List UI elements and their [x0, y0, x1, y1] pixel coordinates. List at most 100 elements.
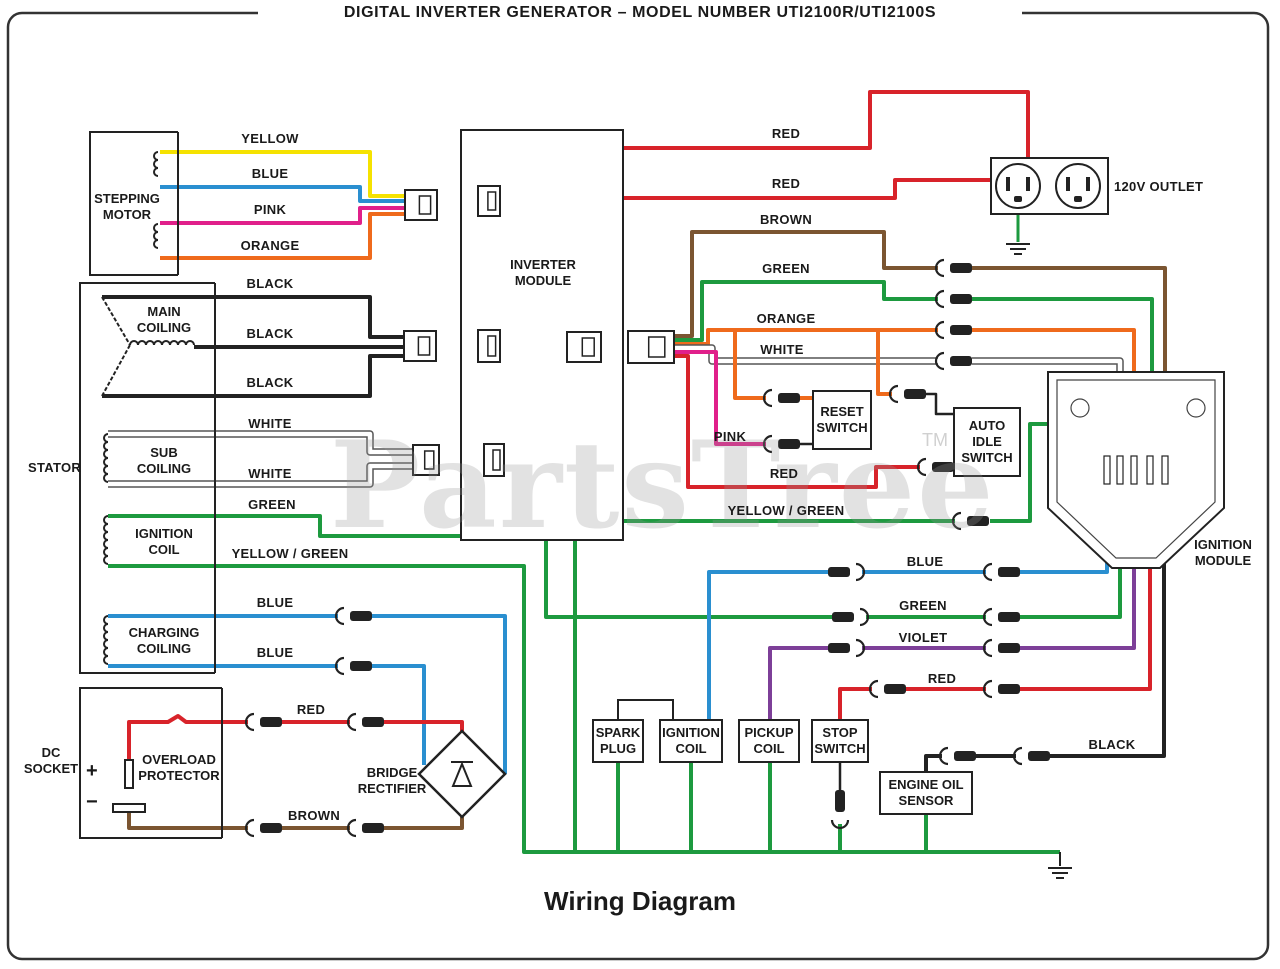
bridge-rectifier-diode	[451, 761, 473, 787]
ignition-coil-line-1: IGNITION	[662, 725, 720, 740]
ign-blue-connector-2	[982, 562, 1020, 582]
stator-blue-1-connector	[334, 606, 372, 626]
wire-label-charging-blue-1: BLUE	[256, 595, 294, 610]
charging-coiling-line-1: CHARGING	[128, 625, 200, 640]
wire-label-stepping-blue: BLUE	[251, 166, 289, 181]
ign-red-connector-2-plug	[998, 684, 1020, 694]
pickup-coil-line-1: PICKUP	[744, 725, 794, 740]
ignition-module-pin-4	[1146, 455, 1154, 485]
auto-idle-switch-label: AUTO IDLE SWITCH	[954, 408, 1020, 476]
main-ground-symbol	[1048, 867, 1072, 879]
stepping-motor-line-1: STEPPING	[94, 191, 160, 206]
auto-red-connector-plug	[932, 462, 954, 472]
spark-plug-line-1: SPARK	[595, 725, 641, 740]
bridge-rectifier-body	[417, 729, 507, 819]
module-orange-connector-socket	[934, 320, 945, 340]
inverter-plug-top	[477, 185, 501, 217]
outlet-ground-symbol	[1006, 243, 1030, 255]
inverter-module-line-1: INVERTER	[510, 257, 576, 272]
ign-red-wire	[838, 687, 872, 720]
wire-label-ign-violet: VIOLET	[898, 630, 948, 645]
ignition-module-hole-1	[1070, 398, 1090, 418]
dc-minus-sign: −	[86, 791, 98, 813]
dc-red-connector-2	[346, 712, 384, 732]
outlet-ground-1	[1014, 196, 1022, 202]
charging-coiling-line-2: COILING	[136, 641, 192, 656]
main-coil-plug	[403, 330, 437, 362]
spark-plug-label: SPARK PLUG	[592, 720, 644, 762]
module-brown-connector	[934, 258, 972, 278]
auto-idle-switch-box	[953, 407, 1021, 477]
outlet-slot-a-1	[1006, 177, 1010, 191]
main-coil-plug-pin	[417, 336, 431, 356]
wire-label-module-white: WHITE	[760, 342, 804, 357]
dc-red-connector-2-socket	[346, 712, 357, 732]
module-brown-connector-plug	[950, 263, 972, 273]
pickup-coil-box	[738, 719, 800, 763]
main-coiling-line-2: COILING	[136, 320, 192, 335]
ign-blue-connector-2-socket	[982, 562, 993, 582]
diagram-title: DIGITAL INVERTER GENERATOR – MODEL NUMBE…	[258, 4, 1022, 22]
wire-label-charging-blue-2: BLUE	[256, 645, 294, 660]
inverter-plug-right-pin	[581, 337, 595, 357]
inverter-plug-mid-pin	[487, 335, 497, 357]
ignition-module-hole-2	[1186, 398, 1206, 418]
dc-red-wire	[127, 714, 248, 760]
module-brown-connector-socket	[934, 258, 945, 278]
module-white-connector	[934, 351, 972, 371]
outlet-slot-b-1	[1026, 177, 1030, 191]
stator-label: STATOR	[28, 460, 82, 475]
ign-black-connector-1-socket	[938, 746, 949, 766]
stator-blue-1-connector-plug	[350, 611, 372, 621]
ign-green-connector-2	[982, 607, 1020, 627]
stop-switch-box	[811, 719, 869, 763]
ign-violet-connector-1-socket	[855, 638, 866, 658]
main-black-1-wire	[102, 295, 404, 339]
ign-green-connector-2-plug	[998, 612, 1020, 622]
reset-switch-label: RESET SWITCH	[812, 390, 872, 450]
wire-label-ign-yellow-green: YELLOW / GREEN	[727, 503, 845, 518]
stepping-motor-label: STEPPING MOTOR	[92, 190, 162, 224]
wire-label-outlet-red-2: RED	[771, 176, 801, 191]
spark-plug-lead	[617, 699, 674, 720]
reset-orange-wire	[733, 330, 766, 400]
inverter-plug-top-pin	[487, 191, 497, 211]
stop-switch-connector-socket	[830, 819, 850, 830]
ign-red-connector-1	[868, 679, 906, 699]
auto-red-connector	[916, 457, 954, 477]
dc-brown-connector-1-plug	[260, 823, 282, 833]
engine-oil-sensor-box	[879, 771, 973, 815]
ignition-green-wire	[108, 514, 832, 619]
dc-plus-sign: +	[86, 760, 98, 782]
stator-bracket	[79, 282, 215, 674]
ignition-module-pin-3	[1130, 455, 1138, 485]
engine-oil-sensor-line-1: ENGINE OIL	[888, 777, 964, 792]
dc-brown-connector-2-plug	[362, 823, 384, 833]
wire-label-stepping-orange: ORANGE	[240, 238, 300, 253]
module-white-wire	[674, 345, 938, 364]
outlet-label: 120V OUTLET	[1114, 179, 1204, 194]
outlet-red-2-wire	[623, 178, 996, 200]
ignition-coil-box	[659, 719, 723, 763]
overload-protector-line-2: PROTECTOR	[138, 768, 220, 783]
ign-green-connector-2-socket	[982, 607, 993, 627]
sub-coil-wind	[103, 433, 109, 483]
ign-black-connector-2-socket	[1012, 746, 1023, 766]
sub-coiling-line-2: COILING	[136, 461, 192, 476]
main-coil-leg-1	[101, 296, 131, 346]
sub-coiling-label: SUB COILING	[130, 444, 198, 478]
stepping-pink-wire	[160, 206, 405, 225]
ign-blue-wire	[707, 570, 828, 720]
ignition-module-label: IGNITION MODULE	[1192, 536, 1254, 570]
ign-black-connector-2-plug	[1028, 751, 1050, 761]
ignition-coil-label: IGNITION COIL	[659, 720, 723, 762]
reset-switch-line-2: SWITCH	[816, 420, 868, 435]
auto-orange-connector-socket	[888, 384, 899, 404]
wire-label-dc-brown: BROWN	[287, 808, 341, 823]
sub-coil-plug-pin	[423, 450, 435, 470]
inverter-output-plug-pin	[647, 336, 666, 358]
outlet-red-1-wire	[623, 90, 1030, 158]
outlet-slot-b-2	[1086, 177, 1090, 191]
dc-plus-terminal	[124, 759, 134, 789]
switch-red-wire	[674, 354, 920, 489]
